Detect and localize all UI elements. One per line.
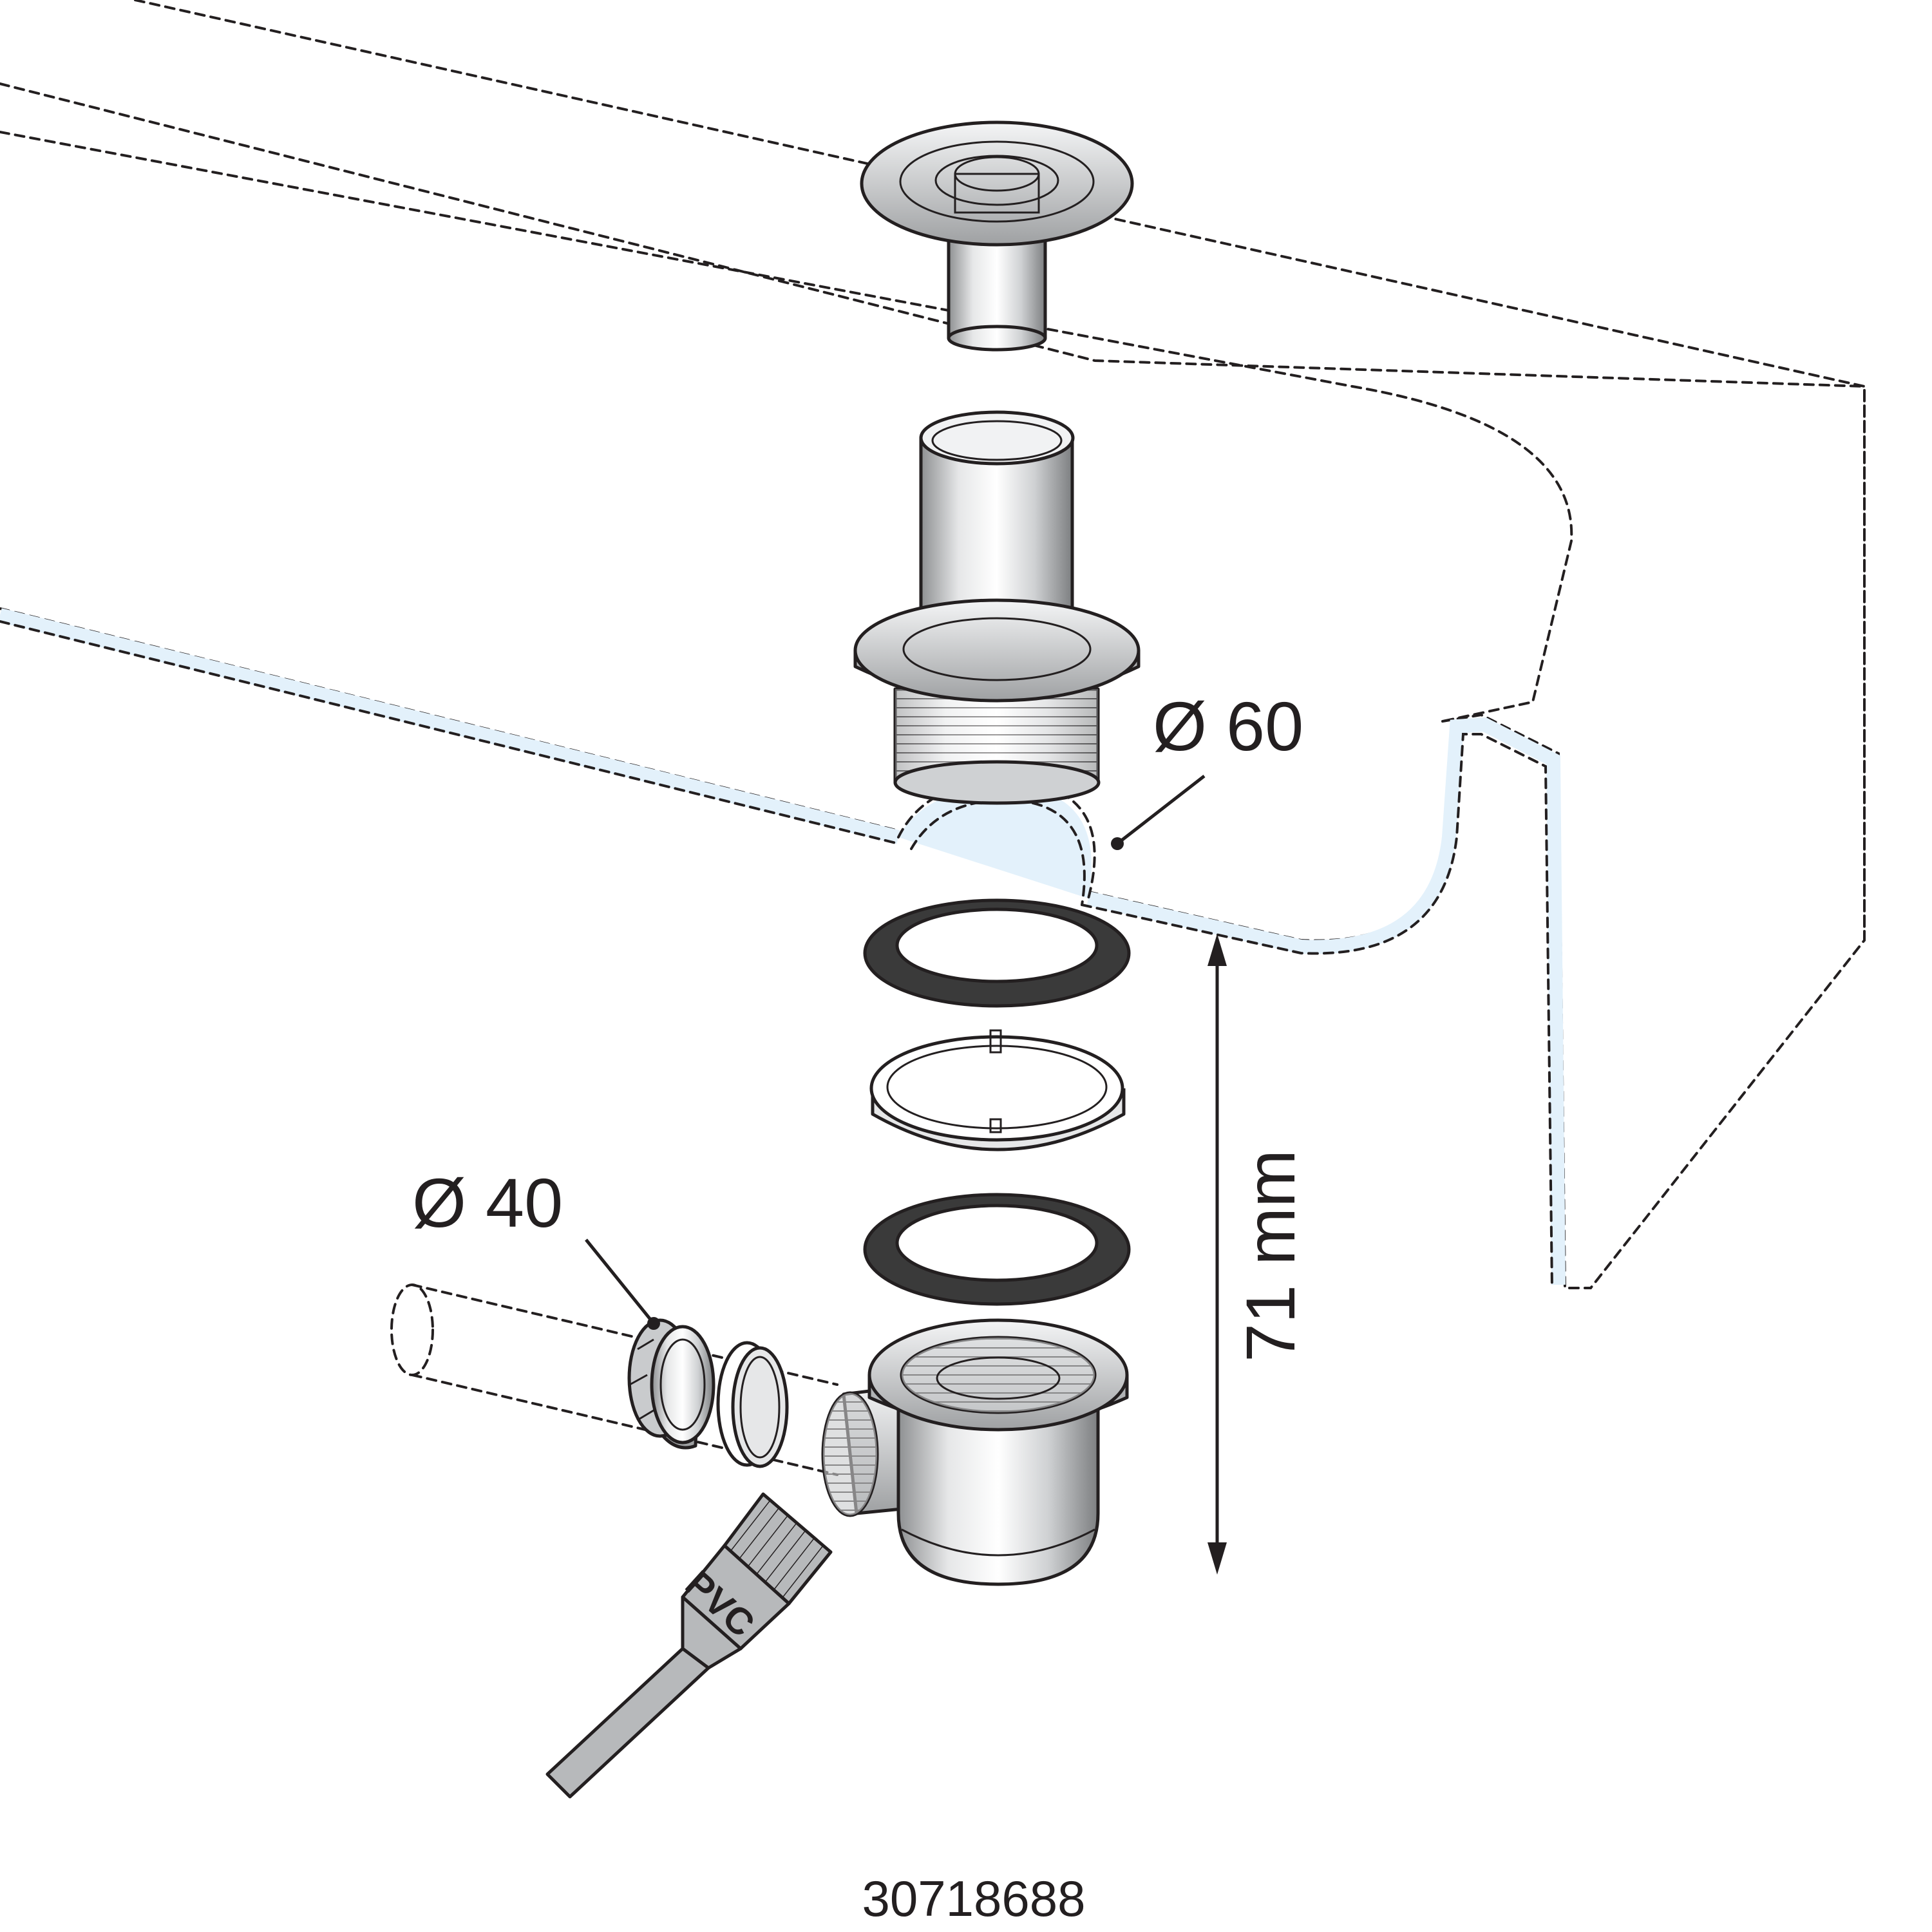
diameter-60-callout: Ø 60 xyxy=(1111,687,1303,850)
height-label: 71 mm xyxy=(1231,1150,1309,1362)
seal-ring xyxy=(716,1341,789,1468)
strainer-cap xyxy=(860,120,1134,352)
spacer-ring xyxy=(869,1029,1126,1151)
reference-number: 30718688 xyxy=(862,1870,1085,1927)
rubber-gasket-top xyxy=(863,898,1131,1008)
height-dimension: 71 mm xyxy=(1208,934,1309,1575)
rubber-gasket-bottom xyxy=(863,1193,1131,1306)
diameter-40-callout: Ø 40 xyxy=(412,1164,660,1330)
diameter-60-label: Ø 60 xyxy=(1153,687,1303,765)
shower-tray-outline xyxy=(0,0,1866,1289)
glue-brush: PVC xyxy=(545,1492,833,1799)
nut xyxy=(627,1318,715,1450)
upper-body xyxy=(853,410,1141,805)
diameter-40-label: Ø 40 xyxy=(412,1164,563,1242)
trap-body xyxy=(821,1318,1129,1586)
